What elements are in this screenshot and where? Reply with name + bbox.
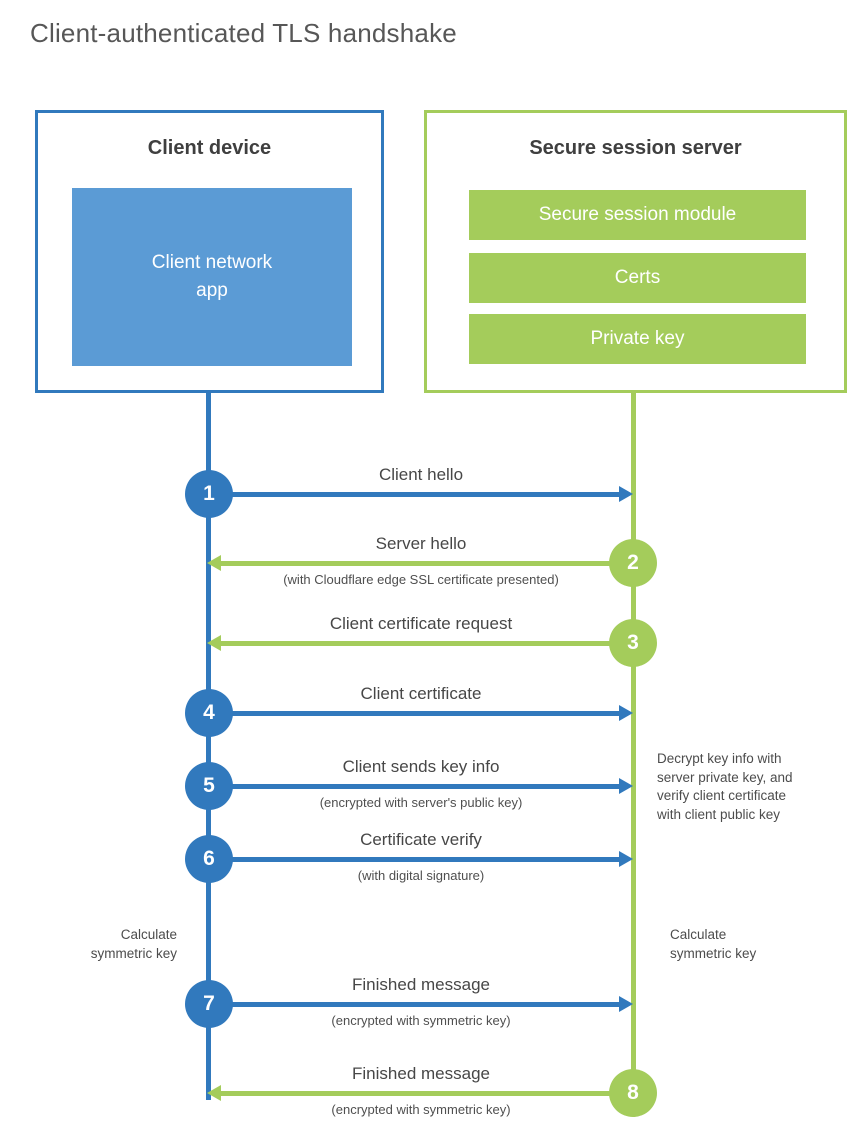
- step-7-label: Finished message: [352, 975, 490, 994]
- decrypt-key-note: Decrypt key info with server private key…: [657, 750, 832, 824]
- decrypt-note-line-3: verify client certificate: [657, 788, 787, 803]
- step-4-label: Client certificate: [360, 684, 482, 703]
- step-5-sublabel: (encrypted with server's public key): [319, 795, 523, 810]
- arrow-right-icon: [230, 778, 633, 794]
- calc-left-line-1: Calculate: [120, 927, 177, 942]
- step-6-sublabel: (with digital signature): [357, 868, 485, 883]
- private-key-bar: Private key: [469, 314, 806, 364]
- decrypt-note-line-4: with client public key: [657, 806, 781, 822]
- arrowhead-icon: [207, 635, 221, 651]
- calc-right-line-1: Calculate: [670, 927, 727, 942]
- arrow-left-icon: [207, 635, 610, 651]
- step-3-badge: 3: [609, 619, 657, 667]
- secure-session-module-bar: Secure session module: [469, 190, 806, 240]
- calc-left-line-2: symmetric key: [90, 945, 177, 961]
- step-2-label: Server hello: [375, 534, 467, 553]
- step-7-badge: 7: [185, 980, 233, 1028]
- step-1-label: Client hello: [378, 465, 464, 484]
- step-8-badge: 8: [609, 1069, 657, 1117]
- client-network-app-module: Client network app: [72, 188, 352, 366]
- step-7-sublabel: (encrypted with symmetric key): [331, 1013, 511, 1028]
- server-lifeline: [631, 393, 636, 1093]
- calculate-symmetric-key-note-server: Calculate symmetric key: [670, 926, 792, 963]
- arrowhead-icon: [207, 1085, 221, 1101]
- step-4-badge: 4: [185, 689, 233, 737]
- client-lifeline: [206, 393, 211, 1100]
- arrow-right-icon: [230, 486, 633, 502]
- decrypt-note-line-2: server private key, and: [657, 769, 793, 785]
- certs-bar: Certs: [469, 253, 806, 303]
- arrowhead-icon: [619, 486, 633, 502]
- page-title: Client-authenticated TLS handshake: [30, 18, 457, 48]
- step-8-label: Finished message: [352, 1064, 490, 1083]
- step-1-badge: 1: [185, 470, 233, 518]
- step-6-label: Certificate verify: [360, 830, 482, 849]
- arrow-left-icon: [207, 555, 610, 571]
- step-2-badge: 2: [609, 539, 657, 587]
- secure-session-server-title: Secure session server: [529, 137, 742, 159]
- arrowhead-icon: [619, 996, 633, 1012]
- step-6-badge: 6: [185, 835, 233, 883]
- step-8-sublabel: (encrypted with symmetric key): [331, 1102, 511, 1117]
- step-3-label: Client certificate request: [329, 614, 513, 633]
- client-device-box: Client device Client network app: [35, 110, 384, 393]
- step-5-badge: 5: [185, 762, 233, 810]
- decrypt-note-line-1: Decrypt key info with: [657, 751, 782, 766]
- arrow-right-icon: [230, 851, 633, 867]
- arrow-right-icon: [230, 996, 633, 1012]
- step-2-sublabel: (with Cloudflare edge SSL certificate pr…: [283, 572, 559, 587]
- arrow-left-icon: [207, 1085, 610, 1101]
- calculate-symmetric-key-note-client: Calculate symmetric key: [55, 926, 177, 963]
- secure-session-server-box: Secure session server Secure session mod…: [424, 110, 847, 393]
- calc-right-line-2: symmetric key: [670, 945, 757, 961]
- arrowhead-icon: [619, 705, 633, 721]
- arrowhead-icon: [619, 778, 633, 794]
- step-5-label: Client sends key info: [342, 757, 500, 776]
- arrowhead-icon: [619, 851, 633, 867]
- client-module-line-2: app: [196, 280, 228, 301]
- arrow-right-icon: [230, 705, 633, 721]
- arrowhead-icon: [207, 555, 221, 571]
- client-device-title: Client device: [147, 137, 272, 159]
- client-module-line-1: Client network: [151, 252, 273, 273]
